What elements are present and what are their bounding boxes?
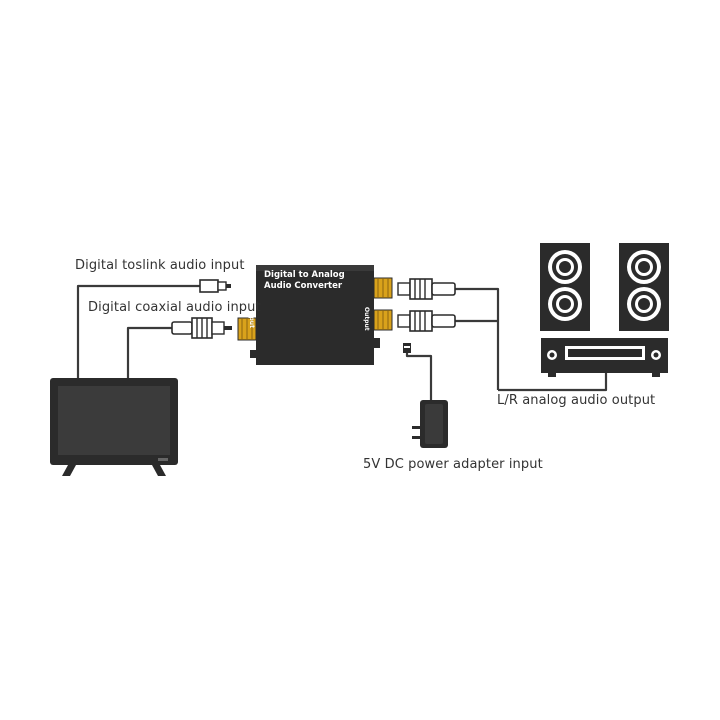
converter-title-line2: Audio Converter — [264, 281, 343, 291]
converter-box-icon — [237, 265, 393, 365]
power-cable — [405, 350, 433, 404]
toslink-input-label: Digital toslink audio input — [75, 258, 245, 273]
toslink-plug-icon — [199, 279, 231, 293]
coaxial-cable — [126, 326, 172, 380]
coaxial-input-label: Digital coaxial audio input — [88, 300, 261, 315]
converter-title-line1: Digital to Analog — [264, 270, 345, 280]
speaker-icon — [619, 243, 669, 331]
power-adapter-icon — [403, 343, 448, 448]
analog-cable-to-amp — [498, 373, 608, 392]
toslink-cable — [76, 284, 200, 380]
output-port-label: Output — [363, 307, 370, 331]
amplifier-icon — [541, 338, 668, 377]
rca-plug-icon — [397, 278, 456, 300]
tv-icon — [50, 378, 178, 476]
analog-cable-top — [455, 287, 500, 390]
speaker-icon — [540, 243, 590, 331]
rca-plug-icon — [397, 310, 456, 332]
analog-output-label: L/R analog audio output — [497, 393, 656, 408]
power-input-label: 5V DC power adapter input — [363, 457, 543, 472]
rca-plug-icon — [171, 317, 232, 339]
